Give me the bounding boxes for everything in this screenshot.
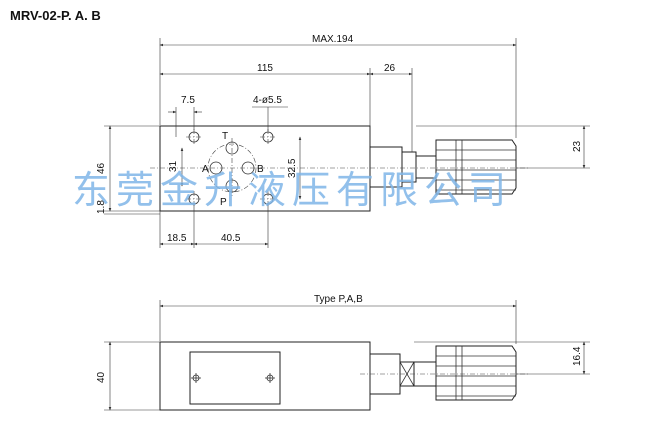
ports bbox=[207, 138, 257, 198]
dim-body-length: 115 bbox=[257, 63, 273, 74]
dim-overall: MAX.194 bbox=[312, 34, 354, 45]
port-p-label: P bbox=[220, 197, 227, 208]
dim-knob-offset: 23 bbox=[572, 140, 583, 152]
nameplate bbox=[189, 351, 281, 405]
top-view: T A B P MAX.194 115 26 7.5 4-ø5.5 31 32.… bbox=[96, 34, 590, 248]
adjuster-knob-front bbox=[435, 345, 517, 401]
dim-edge-offset: 1.8 bbox=[96, 200, 107, 214]
dim-front-knob-offset: 16.4 bbox=[572, 346, 583, 366]
front-view: Type P,A,B 40 16.4 bbox=[96, 294, 590, 411]
adjuster-knob-top bbox=[435, 139, 517, 195]
dim-bolt-spacing: 32.5 bbox=[287, 158, 298, 178]
port-b-label: B bbox=[257, 164, 264, 175]
dim-port-spacing: 31 bbox=[168, 160, 179, 172]
dim-knob-length: 26 bbox=[384, 63, 396, 74]
bolt-holes bbox=[186, 129, 276, 207]
dim-bottom-span: 40.5 bbox=[221, 233, 241, 244]
type-label: Type P,A,B bbox=[314, 294, 363, 305]
dim-offset-left: 7.5 bbox=[181, 95, 195, 106]
port-t-label: T bbox=[222, 131, 228, 142]
watermark: 东莞金升液压有限公司 bbox=[72, 168, 512, 212]
dim-height: 46 bbox=[96, 162, 107, 174]
dim-bottom-left: 18.5 bbox=[167, 233, 187, 244]
drawing-title: MRV-02-P. A. B bbox=[10, 8, 101, 23]
dim-holes: 4-ø5.5 bbox=[253, 95, 282, 106]
port-a-label: A bbox=[202, 164, 209, 175]
dim-front-height: 40 bbox=[96, 371, 107, 383]
